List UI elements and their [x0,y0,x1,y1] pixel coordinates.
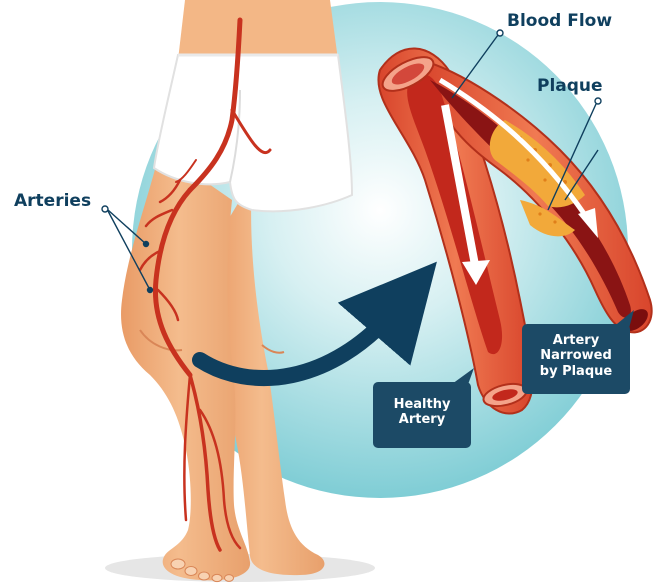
blood-flow-label: Blood Flow [507,13,612,30]
plaque-label: Plaque [537,78,603,95]
arteries-label: Arteries [14,193,91,210]
torso [178,0,338,60]
healthy-artery-text: Healthy Artery [373,397,471,428]
narrowed-artery-text: Artery Narrowed by Plaque [522,333,630,379]
